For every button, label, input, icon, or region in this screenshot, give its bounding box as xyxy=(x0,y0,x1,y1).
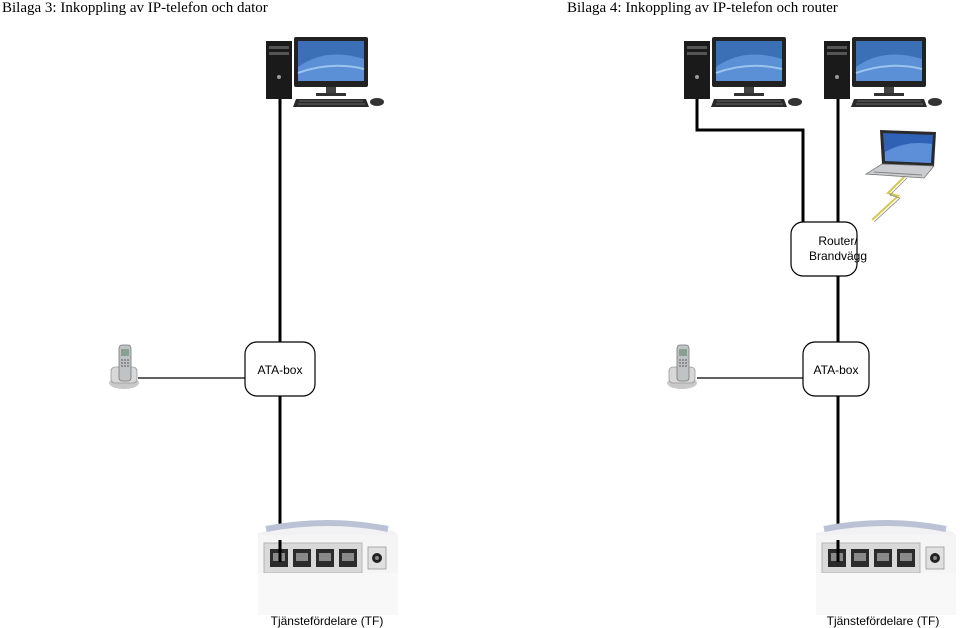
ata-box-right: ATA-box xyxy=(802,341,870,397)
network-switch-icon xyxy=(258,523,398,615)
left-title: Bilaga 3: Inkoppling av IP-telefon och d… xyxy=(2,0,268,16)
left-panel: ATA-box Tjänstefördelare (TF) xyxy=(108,36,398,628)
router-label-line2: Brandvägg xyxy=(809,249,867,263)
desktop-computer-icon xyxy=(683,36,803,108)
tf-label: Tjänstefördelare (TF) xyxy=(827,614,940,628)
wifi-link xyxy=(871,175,906,221)
desktop-computer-icon xyxy=(265,36,385,108)
laptop-icon xyxy=(865,129,937,179)
router-box: Router/ Brandvägg xyxy=(790,221,867,277)
ata-box-label: ATA-box xyxy=(814,363,859,377)
cordless-phone-icon xyxy=(666,344,698,390)
right-title: Bilaga 4: Inkoppling av IP-telefon och r… xyxy=(567,0,838,16)
right-panel: Router/ Brandvägg ATA-box Tjänstefördela… xyxy=(666,36,956,628)
cordless-phone-icon xyxy=(108,344,140,390)
tf-label: Tjänstefördelare (TF) xyxy=(271,614,384,628)
desktop-computer-icon xyxy=(823,36,943,108)
cable-computer1-router xyxy=(695,96,805,222)
ata-box-left: ATA-box xyxy=(244,341,316,397)
network-switch-icon xyxy=(816,523,956,615)
ata-box-label: ATA-box xyxy=(258,363,303,377)
router-label-line1: Router/ xyxy=(818,234,858,248)
